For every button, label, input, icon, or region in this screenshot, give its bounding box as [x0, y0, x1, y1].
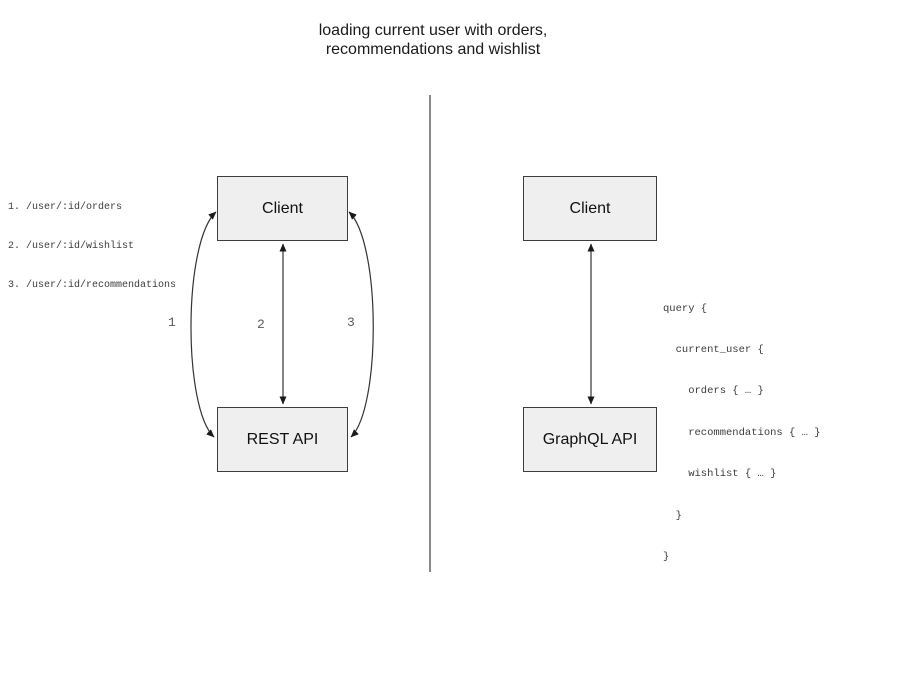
- arrow-label-3: 3: [347, 315, 355, 330]
- client-box-rest-label: Client: [262, 199, 303, 217]
- query-line: query {: [663, 302, 708, 315]
- graphql-api-box-label: GraphQL API: [542, 430, 638, 448]
- rest-endpoint-item: 2. /user/:id/wishlist: [8, 241, 135, 252]
- query-line: orders { … }: [663, 385, 764, 398]
- query-line: current_user {: [663, 343, 764, 356]
- client-box-graphql-label: Client: [569, 199, 611, 217]
- graphql-query-snippet: query { current_user { orders { … } reco…: [663, 275, 821, 592]
- rest-arrow-1: [190, 211, 217, 438]
- diagram-title-line1: loading current user with orders,: [318, 22, 548, 39]
- rest-endpoint-item: 3. /user/:id/recommendations: [8, 280, 177, 291]
- arrow-label-2: 2: [257, 317, 265, 332]
- rest-arrow-3: [348, 211, 374, 438]
- rest-endpoint-list: 1. /user/:id/orders 2. /user/:id/wishlis…: [8, 175, 176, 318]
- graphql-api-box: GraphQL API: [523, 407, 657, 472]
- diagram-title: loading current user with orders, recomm…: [233, 21, 633, 59]
- query-line: }: [663, 509, 682, 522]
- rest-endpoint-item: 1. /user/:id/orders: [8, 202, 123, 213]
- client-box-rest: Client: [217, 176, 348, 241]
- client-box-graphql: Client: [523, 176, 657, 241]
- arrow-label-1: 1: [168, 315, 176, 330]
- query-line: }: [663, 550, 670, 563]
- query-line: recommendations { … }: [663, 426, 821, 439]
- query-line: wishlist { … }: [663, 468, 777, 481]
- diagram-title-line2: recommendations and wishlist: [325, 41, 541, 58]
- rest-api-box-label: REST API: [246, 430, 319, 448]
- rest-api-box: REST API: [217, 407, 348, 472]
